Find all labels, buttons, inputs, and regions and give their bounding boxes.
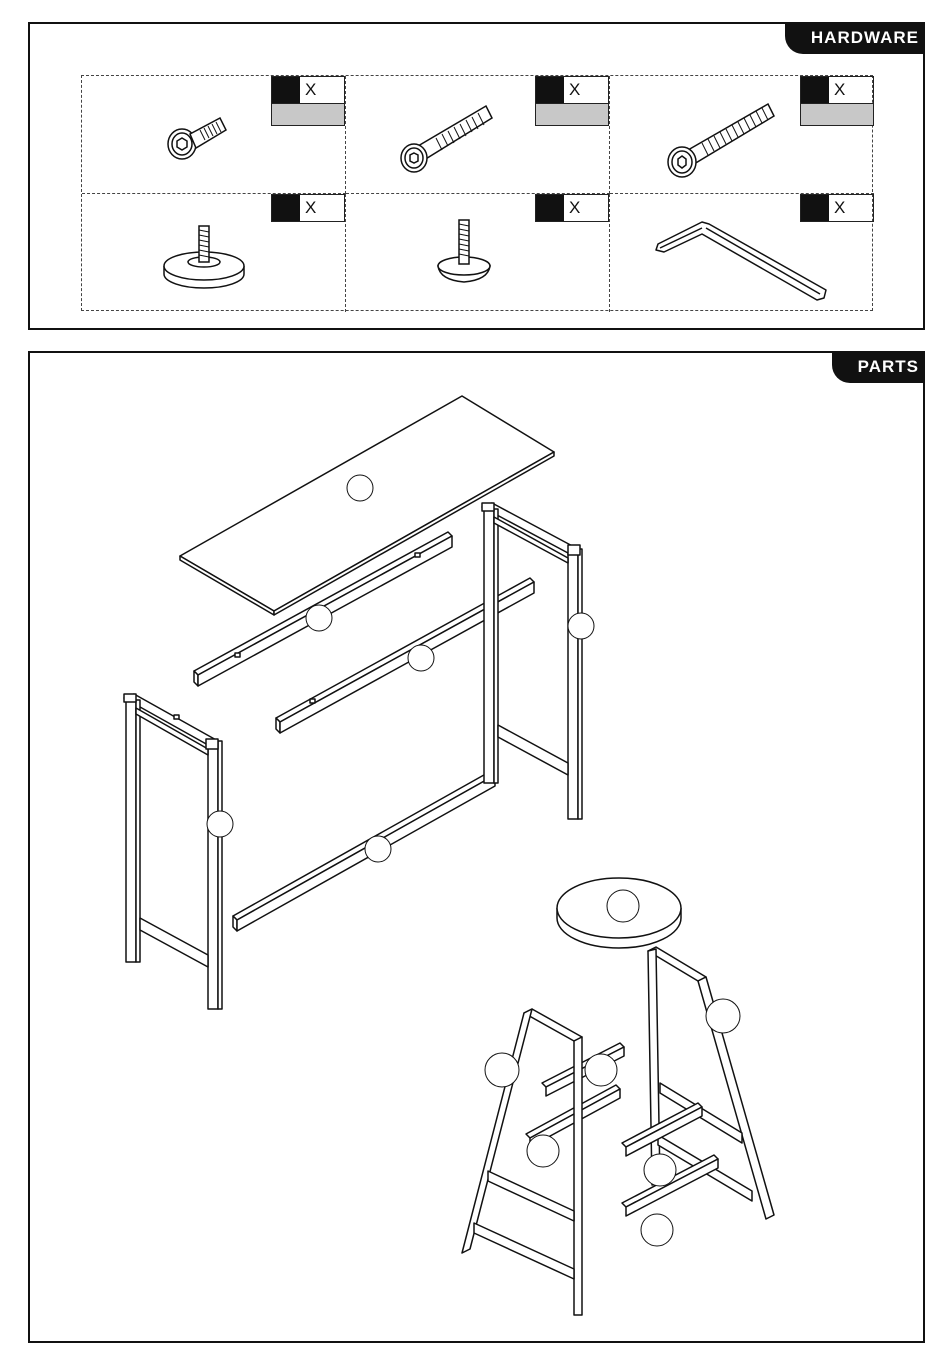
qty-mark: X: [300, 77, 344, 103]
left-leg-frame-part: [124, 694, 222, 1009]
qty-box-1: X: [271, 76, 345, 126]
qty-mark: X: [300, 195, 344, 221]
qty-grey-field: [271, 104, 345, 126]
hardware-cell-5: X: [346, 194, 610, 312]
stool-left-leg-frame-part: [462, 1009, 582, 1315]
qty-marker: [801, 195, 829, 221]
qty-box-5: X: [535, 194, 609, 222]
qty-marker: [801, 77, 829, 103]
qty-grey-field: [535, 104, 609, 126]
qty-box-6: X: [800, 194, 874, 222]
hardware-grid: X X: [81, 75, 873, 311]
hardware-cell-6: X: [610, 194, 874, 312]
qty-box-2: X: [535, 76, 609, 126]
qty-mark: X: [829, 195, 873, 221]
qty-box-4: X: [271, 194, 345, 222]
hardware-panel: HARDWARE X: [28, 22, 925, 330]
hardware-tab: HARDWARE: [785, 22, 925, 54]
stool-stretchers-part: [526, 1043, 718, 1216]
qty-mark: X: [829, 77, 873, 103]
parts-panel: PARTS: [28, 351, 925, 1343]
hardware-cell-2: X: [346, 76, 610, 194]
qty-box-3: X: [800, 76, 874, 126]
hardware-cell-3: X: [610, 76, 874, 194]
hardware-cell-4: X: [82, 194, 346, 312]
right-leg-frame-part: [482, 503, 582, 819]
qty-marker: [272, 195, 300, 221]
qty-marker: [536, 77, 564, 103]
qty-marker: [536, 195, 564, 221]
qty-mark: X: [564, 77, 608, 103]
lower-stretcher-part: [233, 771, 495, 931]
hardware-cell-1: X: [82, 76, 346, 194]
qty-mark: X: [564, 195, 608, 221]
qty-marker: [272, 77, 300, 103]
parts-exploded-diagram: [30, 353, 923, 1341]
qty-grey-field: [800, 104, 874, 126]
